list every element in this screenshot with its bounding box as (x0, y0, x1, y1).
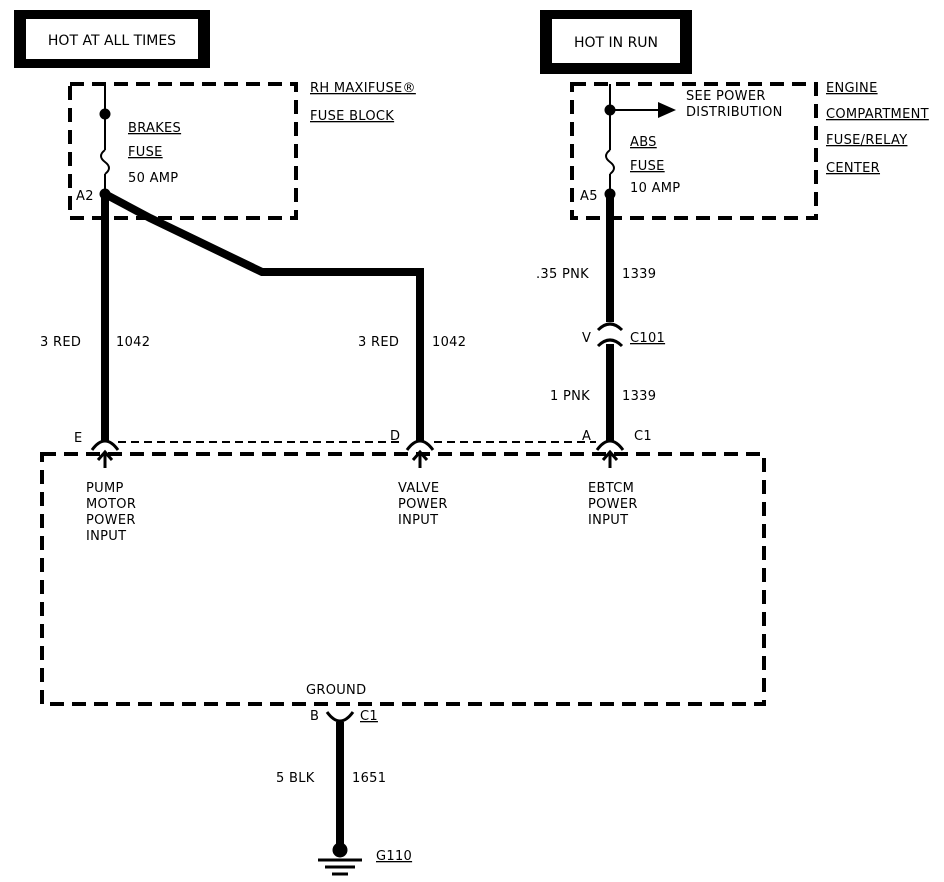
pin-a-label: A (582, 429, 591, 444)
pump-input-line-1: PUMP (86, 481, 124, 496)
pin-b-terminal (325, 711, 355, 723)
see-power-distribution-2: DISTRIBUTION (686, 105, 783, 120)
wire-1339-lower-circuit: 1339 (622, 389, 656, 404)
fuse-block-right-name-4: CENTER (826, 161, 880, 176)
wire-1339-upper-circuit: 1339 (622, 267, 656, 282)
fuse-block-left-name-1: RH MAXIFUSE® (310, 81, 416, 96)
wire-1651-gauge: 5 BLK (276, 771, 315, 786)
terminal-a2-label: A2 (76, 189, 94, 204)
abs-fuse-rating: 10 AMP (630, 181, 680, 196)
fuse-block-right-name-3: FUSE/RELAY (826, 133, 907, 148)
ground-point-label: G110 (376, 849, 412, 864)
connector-c1-bottom-label: C1 (360, 709, 378, 724)
abs-fuse-label: ABS (630, 135, 657, 150)
terminal-a5-label: A5 (580, 189, 598, 204)
fuse-block-right-outline (570, 82, 818, 220)
fuse-left-node (99, 108, 111, 120)
ground-label: GROUND (306, 683, 366, 698)
pump-input-line-4: INPUT (86, 529, 126, 544)
brakes-fuse-label: BRAKES (128, 121, 181, 136)
valve-input-line-1: VALVE (398, 481, 439, 496)
fuse-block-right-name-2: COMPARTMENT (826, 107, 929, 122)
header-hot-at-all-times-text: HOT AT ALL TIMES (48, 33, 176, 49)
fuse-block-right-name-1: ENGINE (826, 81, 878, 96)
ebtcm-input-line-2: POWER (588, 497, 638, 512)
header-hot-in-run-text: HOT IN RUN (574, 35, 658, 51)
c101-pin-label: V (582, 331, 591, 346)
wire-1042-right-gauge: 3 RED (358, 335, 399, 350)
header-hot-in-run: HOT IN RUN (540, 10, 692, 74)
see-power-distribution-1: SEE POWER (686, 89, 766, 104)
wire-1042-left-circuit: 1042 (116, 335, 150, 350)
see-power-arrow-icon (658, 102, 676, 118)
abs-fuse-word: FUSE (630, 159, 665, 174)
pin-b-label: B (310, 709, 319, 724)
wire-1042-splice-thin (104, 195, 151, 219)
fuse-block-left-name-2: FUSE BLOCK (310, 109, 394, 124)
ebtcm-input-line-3: INPUT (588, 513, 628, 528)
wire-1042-left-gauge: 3 RED (40, 335, 81, 350)
pin-e-label: E (74, 431, 83, 446)
pin-a-terminal (595, 439, 625, 468)
pin-d-terminal (405, 439, 435, 468)
connector-c1-top-label: C1 (634, 429, 652, 444)
ground-icon (318, 842, 362, 876)
pump-input-line-2: MOTOR (86, 497, 136, 512)
brakes-fuse-word: FUSE (128, 145, 163, 160)
wire-1042-right (103, 190, 424, 442)
header-hot-at-all-times: HOT AT ALL TIMES (14, 10, 210, 68)
brakes-fuse (99, 84, 111, 200)
pump-input-line-3: POWER (86, 513, 136, 528)
wire-1339-upper-gauge: .35 PNK (536, 267, 589, 282)
ebtcm-module-outline (40, 452, 766, 706)
valve-input-line-3: INPUT (398, 513, 438, 528)
abs-fuse (604, 84, 676, 200)
pin-e-terminal (90, 439, 120, 468)
wire-1339-lower-gauge: 1 PNK (550, 389, 590, 404)
pin-d-label: D (390, 429, 400, 444)
wire-1042-right-circuit: 1042 (432, 335, 466, 350)
wire-1651-circuit: 1651 (352, 771, 386, 786)
fuse-block-left-outline (68, 82, 298, 220)
connector-c101 (596, 322, 624, 348)
c101-label: C101 (630, 331, 665, 346)
brakes-fuse-rating: 50 AMP (128, 171, 178, 186)
ebtcm-input-line-1: EBTCM (588, 481, 634, 496)
valve-input-line-2: POWER (398, 497, 448, 512)
